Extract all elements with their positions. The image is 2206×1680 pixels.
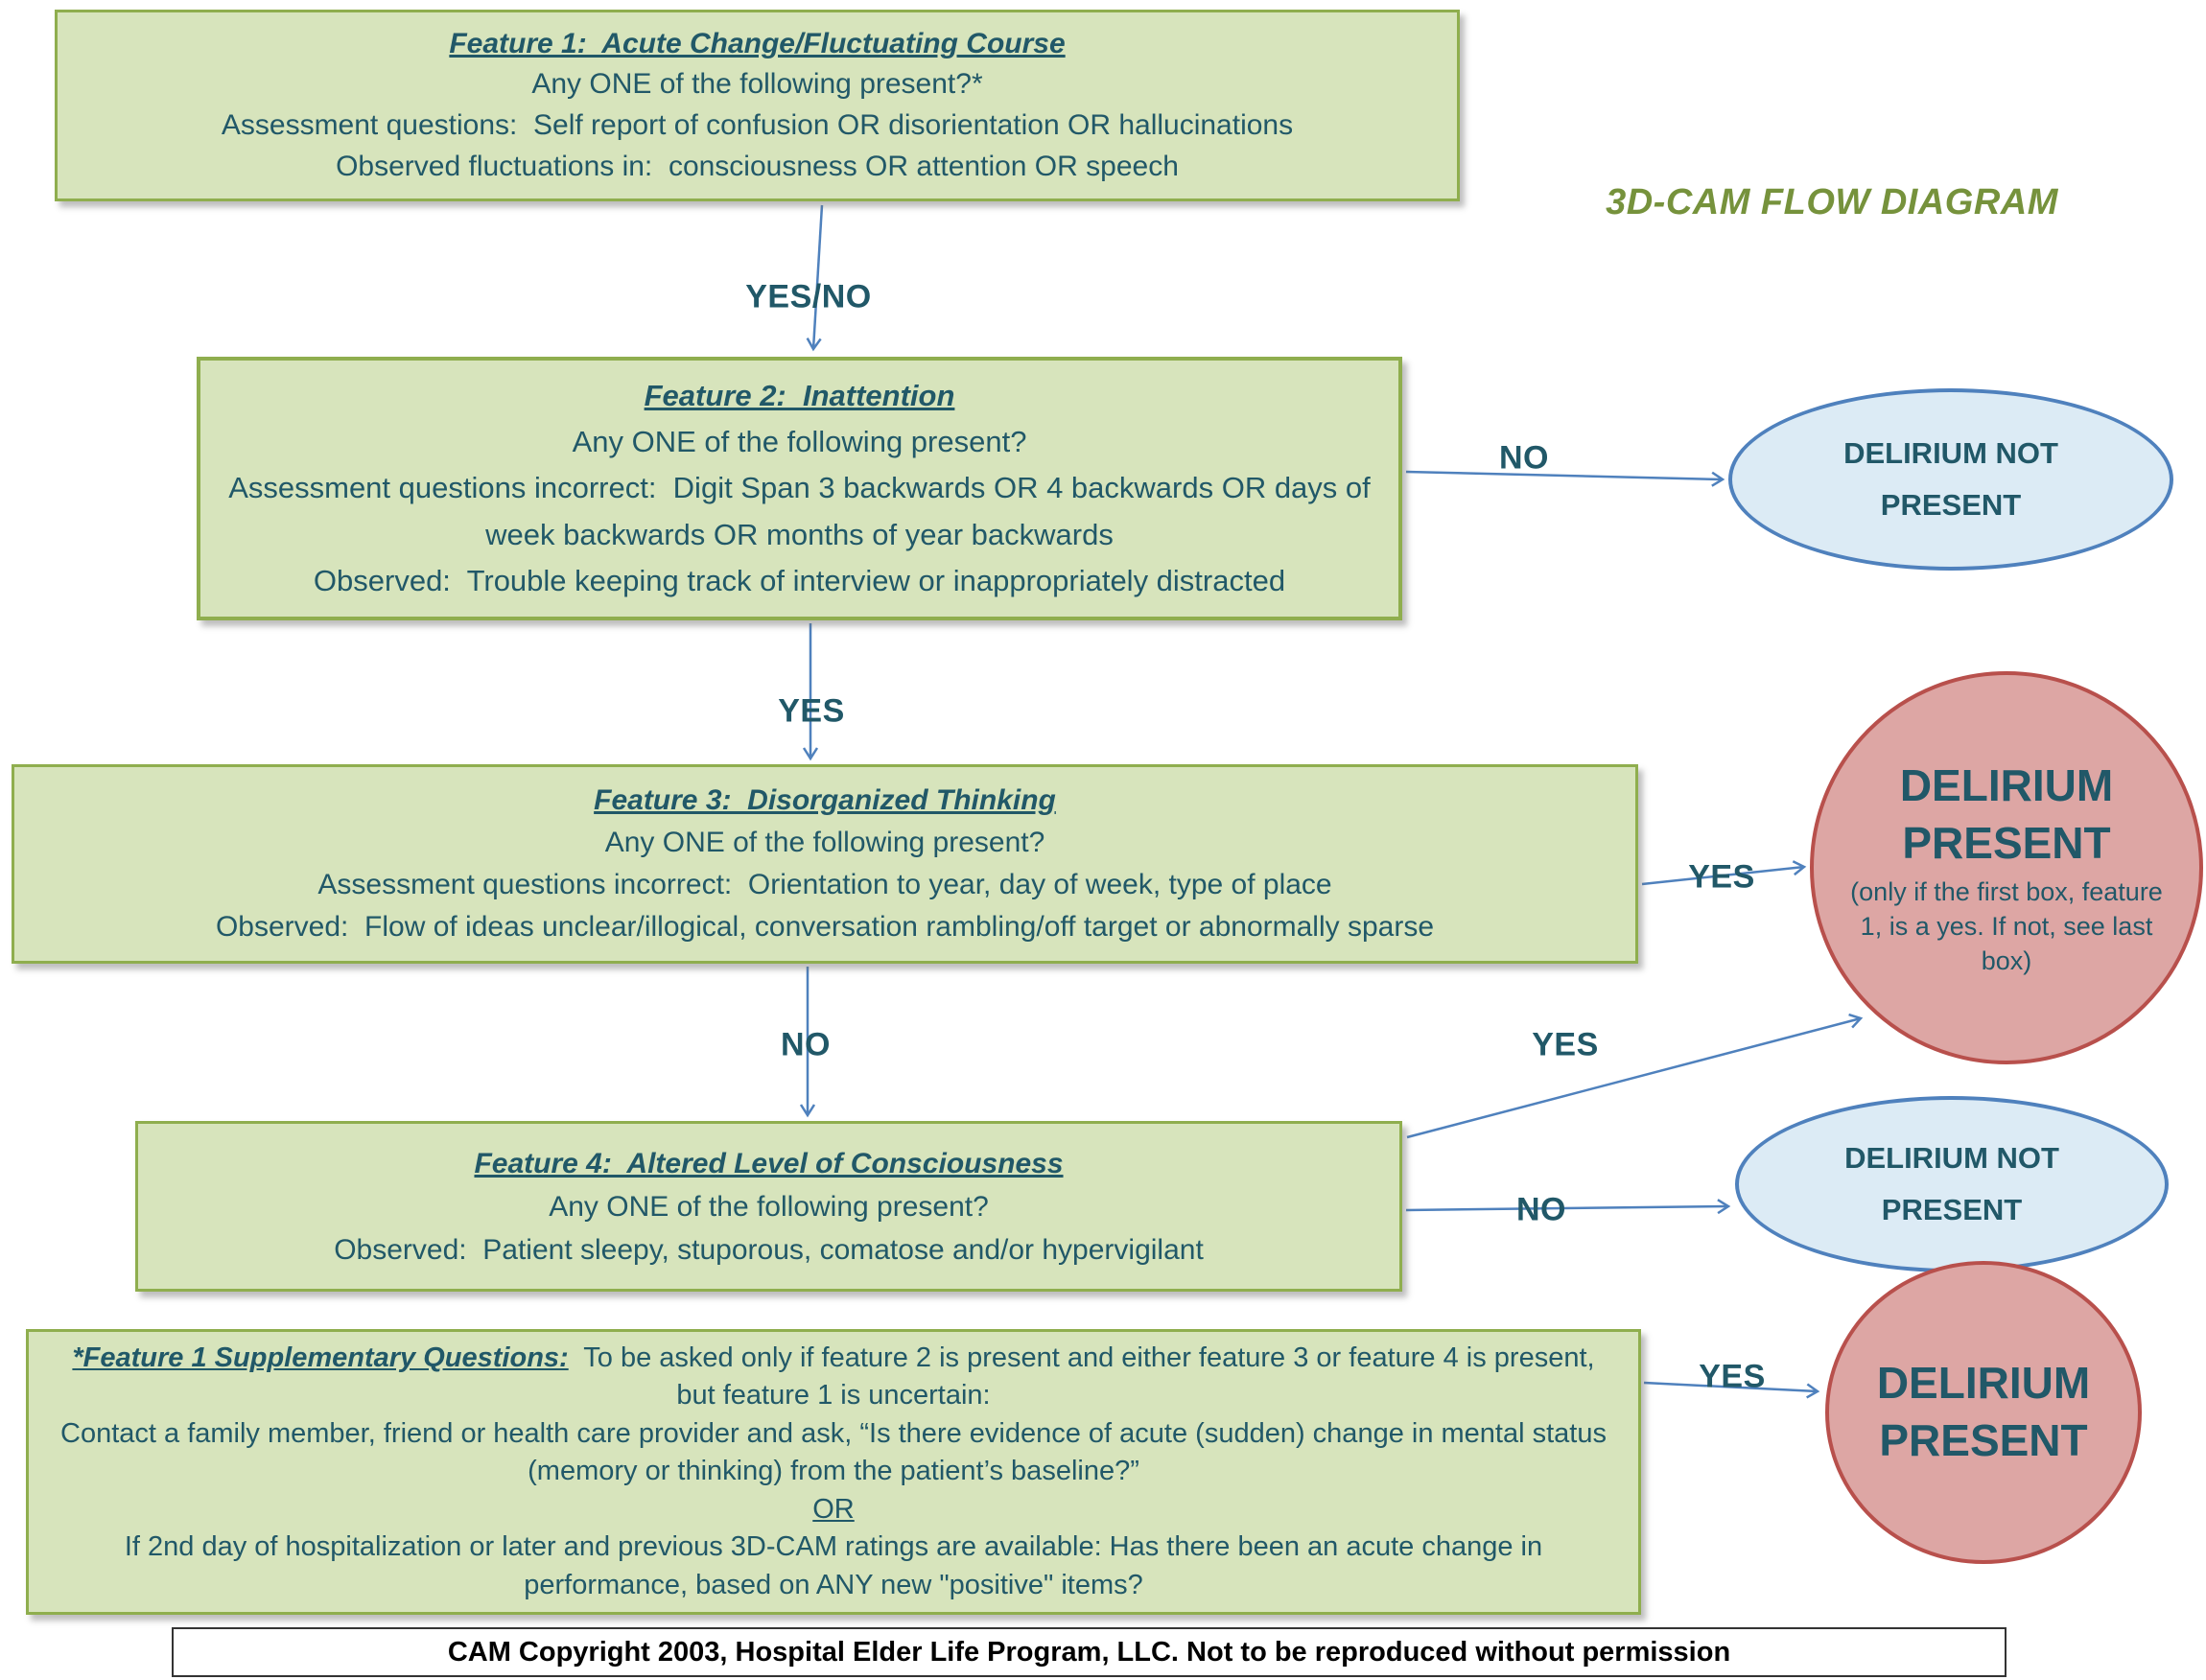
supplementary-intro-paragraph: *Feature 1 Supplementary Questions: To b… [56, 1340, 1611, 1415]
delirium-present-title: DELIRIUM PRESENT [1899, 759, 2114, 868]
delirium-not-present-oval-bottom: DELIRIUM NOT PRESENT [1735, 1096, 2169, 1272]
feature3-line: Any ONE of the following present? [604, 827, 1045, 859]
feature1-line: Any ONE of the following present?* [531, 68, 983, 101]
arrow-supp-to-circle-bottom [1643, 1381, 1820, 1399]
feature2-box: Feature 2: Inattention Any ONE of the fo… [197, 357, 1402, 620]
label-yes-f3: YES [1688, 858, 1755, 896]
feature3-box: Feature 3: Disorganized Thinking Any ONE… [12, 764, 1638, 964]
copyright-text: CAM Copyright 2003, Hospital Elder Life … [447, 1636, 1731, 1668]
copyright-bar: CAM Copyright 2003, Hospital Elder Life … [172, 1627, 2007, 1677]
feature1-line: Assessment questions: Self report of con… [221, 109, 1294, 141]
label-yes-f4: YES [1532, 1026, 1599, 1063]
supplementary-intro: To be asked only if feature 2 is present… [568, 1342, 1603, 1412]
label-yes-no: YES/NO [745, 278, 872, 315]
label-no-f2: NO [1499, 439, 1549, 477]
label-yes-f2: YES [778, 692, 845, 730]
feature3-line: Assessment questions incorrect: Orientat… [317, 869, 1332, 900]
delirium-not-present-oval-top: DELIRIUM NOT PRESENT [1728, 388, 2173, 571]
feature2-line: Any ONE of the following present? [572, 425, 1027, 459]
feature3-title: Feature 3: Disorganized Thinking [594, 784, 1056, 817]
label-no-f3: NO [781, 1026, 831, 1063]
delirium-present-circle-bottom: DELIRIUM PRESENT [1825, 1261, 2142, 1564]
label-no-f4: NO [1516, 1191, 1566, 1228]
feature2-line: Assessment questions incorrect: Digit Sp… [228, 471, 1379, 551]
delirium-present-note: (only if the first box, feature 1, is a … [1850, 877, 2163, 975]
feature4-line: Any ONE of the following present? [549, 1190, 989, 1223]
supplementary-second-day-line: If 2nd day of hospitalization or later a… [124, 1531, 1551, 1600]
label-yes-supp: YES [1699, 1358, 1766, 1395]
delirium-present-circle-main: DELIRIUM PRESENT (only if the first box,… [1810, 671, 2203, 1064]
delirium-not-present-text: DELIRIUM NOT PRESENT [1844, 1140, 2059, 1226]
feature1-box: Feature 1: Acute Change/Fluctuating Cour… [55, 10, 1460, 201]
arrow-f1-to-f2 [806, 204, 824, 352]
feature4-box: Feature 4: Altered Level of Consciousnes… [135, 1121, 1402, 1292]
supplementary-contact-line: Contact a family member, friend or healt… [60, 1417, 1615, 1487]
feature3-line: Observed: Flow of ideas unclear/illogica… [215, 910, 1435, 943]
supplementary-heading: *Feature 1 Supplementary Questions: [72, 1342, 569, 1373]
feature2-title: Feature 2: Inattention [644, 379, 955, 413]
delirium-not-present-text: DELIRIUM NOT PRESENT [1843, 435, 2058, 522]
arrow-f4-to-oval-bottom [1405, 1199, 1731, 1215]
supplementary-box: *Feature 1 Supplementary Questions: To b… [26, 1329, 1641, 1615]
feature2-line: Observed: Trouble keeping track of inter… [313, 563, 1286, 597]
diagram-title: 3D-CAM FLOW DIAGRAM [1606, 182, 2058, 222]
supplementary-or: OR [812, 1493, 855, 1525]
arrow-f4-to-circle-main [1406, 1013, 1864, 1139]
arrow-f2-to-oval-top [1405, 470, 1725, 487]
feature4-line: Observed: Patient sleepy, stuporous, com… [334, 1233, 1204, 1266]
feature4-title: Feature 4: Altered Level of Consciousnes… [474, 1147, 1064, 1179]
delirium-present-title: DELIRIUM PRESENT [1876, 1358, 2091, 1465]
feature1-title: Feature 1: Acute Change/Fluctuating Cour… [449, 27, 1066, 59]
arrow-f3-to-circle-main [1641, 860, 1807, 886]
feature1-line: Observed fluctuations in: consciousness … [336, 150, 1179, 182]
